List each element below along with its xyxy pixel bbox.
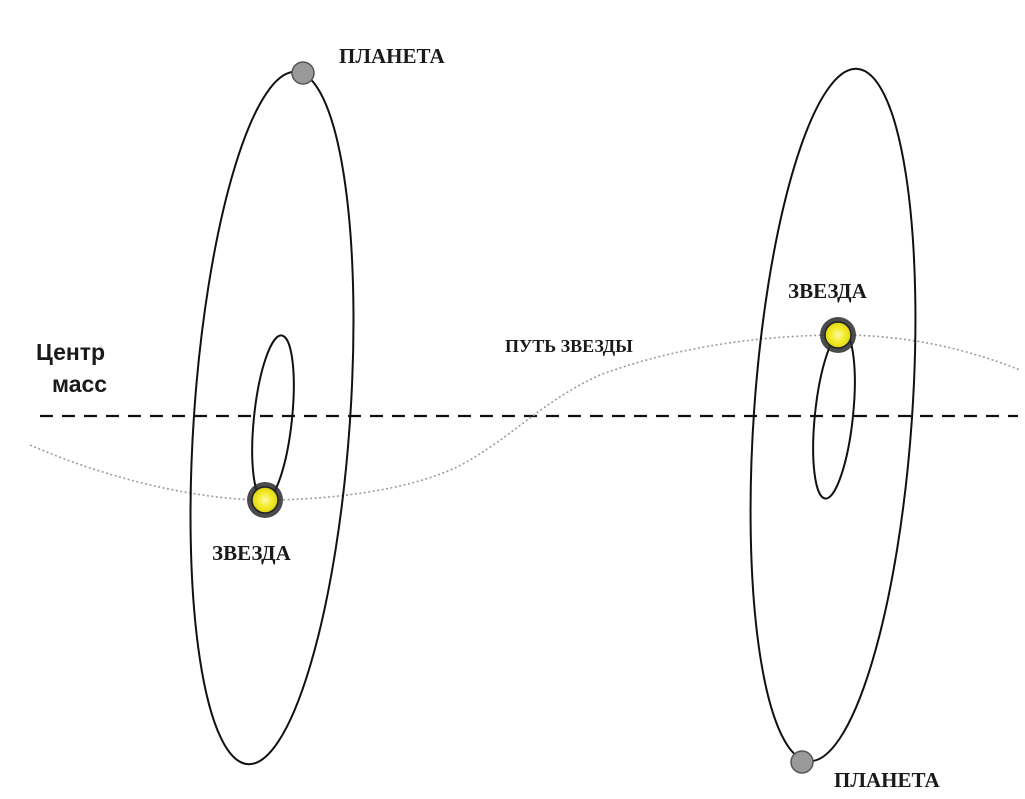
planet-top [291,61,315,85]
center-of-mass-label-line1: Центр [36,339,105,365]
star-right-label: ЗВЕЗДА [788,279,868,303]
star-path-label: ПУТЬ ЗВЕЗДЫ [505,336,633,356]
planet-bottom-label: ПЛАНЕТА [834,768,940,792]
planet-top-label: ПЛАНЕТА [339,44,445,68]
center-of-mass-label-line2: масс [52,371,107,397]
planet-orbit-left [189,70,355,766]
star-left-label: ЗВЕЗДА [212,541,292,565]
star-orbit-left [251,334,295,502]
planet-bottom [790,750,814,774]
star-right [824,321,852,349]
star-left [251,486,279,514]
star-path-curve [29,334,1021,501]
